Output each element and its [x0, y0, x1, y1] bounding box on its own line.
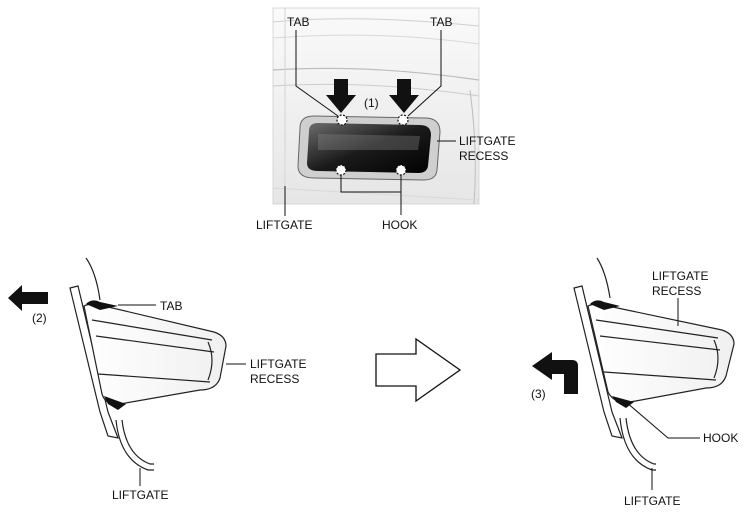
top-view: TAB TAB (1) LIFTGATE RECESS HOOK LIFTGAT… [256, 7, 515, 232]
trim-panel-edge [69, 285, 119, 439]
right-recess-line-1 [595, 319, 719, 339]
recess-label-line2: RECESS [459, 149, 508, 163]
hook-bottom [104, 396, 126, 410]
tab-left-label: TAB [287, 15, 309, 29]
right-recess-label-line1: LIFTGATE [652, 269, 708, 283]
tab-circle-icon [336, 114, 348, 126]
recess-label-line1: LIFTGATE [459, 134, 515, 148]
liftgate-recess-shape [297, 115, 441, 181]
liftgate-label: LIFTGATE [256, 218, 312, 232]
right-liftgate-label: LIFTGATE [624, 494, 680, 508]
right-tab-bump [590, 300, 620, 310]
left-liftgate-label: LIFTGATE [112, 488, 168, 502]
tab-circle-icon [397, 114, 409, 126]
right-section-view: (3) LIFTGATE RECESS HOOK LIFTGATE [531, 257, 738, 508]
left-tab-label: TAB [160, 299, 182, 313]
left-section-view: (2) TAB LIFTGATE RECESS LIFTGATE [8, 257, 306, 502]
left-recess-label-line2: RECESS [250, 372, 299, 386]
hook-circle-icon [335, 164, 347, 176]
arrow-down-icon [389, 79, 419, 113]
tab-right-leader [407, 30, 442, 117]
right-recess-inner-curve [713, 339, 719, 379]
arrow-down-icon [326, 79, 356, 113]
tab-right-label: TAB [430, 15, 452, 29]
right-hook-label: HOOK [703, 431, 738, 445]
step-1-label: (1) [364, 96, 379, 110]
tab-bump [86, 300, 118, 310]
right-recess-label-line2: RECESS [652, 284, 701, 298]
recess-inner-curve [207, 341, 213, 381]
arrow-left-icon [8, 285, 48, 311]
outer-skin-top [85, 257, 101, 301]
liftgate-lower-inner [121, 419, 154, 465]
right-hook-bottom [612, 396, 634, 408]
step-2-label: (2) [32, 311, 47, 325]
recess-body [83, 303, 227, 405]
left-recess-label-line1: LIFTGATE [250, 357, 306, 371]
arrow-up-left-icon [532, 352, 578, 394]
hook-bracket [340, 175, 402, 193]
right-recess-body [587, 303, 735, 403]
right-hook-leader [625, 401, 700, 439]
right-outer-skin-top [596, 257, 611, 299]
right-liftgate-lower-inner [625, 417, 656, 465]
arrow-right-outline-icon [375, 337, 462, 403]
right-recess-line-3 [603, 371, 717, 381]
step-3-label: (3) [531, 387, 546, 401]
hook-circle-icon [395, 164, 407, 176]
right-trim-panel-edge [573, 285, 623, 439]
recess-line-1 [91, 319, 213, 341]
hook-label: HOOK [382, 218, 417, 232]
liftgate-lower-outer [115, 419, 154, 471]
tab-left-leader [295, 30, 339, 117]
right-recess-line-2 [599, 335, 721, 351]
recess-line-3 [97, 373, 211, 383]
recess-line-2 [95, 335, 215, 353]
